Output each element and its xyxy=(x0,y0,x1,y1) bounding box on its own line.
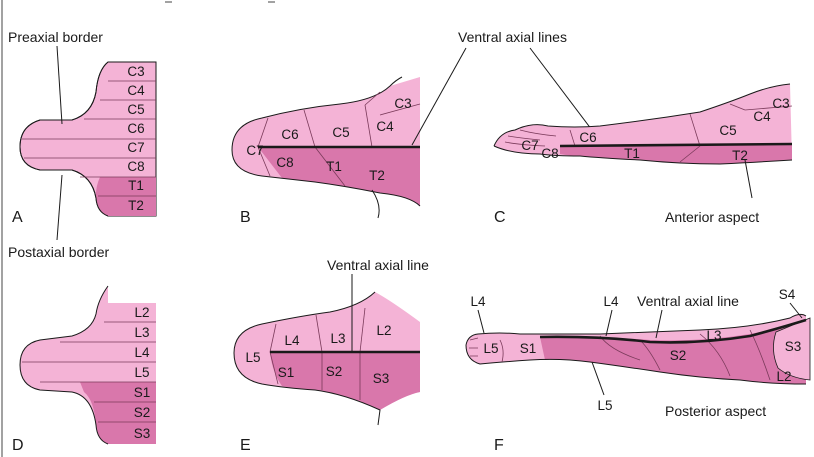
segment-label: C4 xyxy=(127,83,145,98)
segment-label: L2 xyxy=(776,369,791,384)
segment-label: T2 xyxy=(128,198,144,213)
panel-letter-d: D xyxy=(12,437,24,454)
ventral-axial-line-f-label: Ventral axial line xyxy=(637,293,739,309)
segment-label: T1 xyxy=(624,146,640,161)
segment-label: C3 xyxy=(127,64,144,79)
segment-label: L5 xyxy=(483,341,498,356)
segment-label: C3 xyxy=(394,96,411,111)
segment-label: S3 xyxy=(373,371,390,386)
segment-label: C7 xyxy=(246,143,263,158)
ventral-axial-line-e-label: Ventral axial line xyxy=(327,257,429,273)
segment-label: C8 xyxy=(541,146,558,161)
segment-label: S2 xyxy=(134,405,151,420)
segment-label: L2 xyxy=(376,323,391,338)
anterior-aspect-label: Anterior aspect xyxy=(665,209,759,225)
segment-label: L4 xyxy=(603,294,619,309)
panel-letter-e: E xyxy=(240,437,251,454)
segment-label: L3 xyxy=(706,328,721,343)
segment-label: C7 xyxy=(521,138,538,153)
segment-label: C5 xyxy=(127,102,144,117)
segment-label: C5 xyxy=(719,123,736,138)
l5-pointer xyxy=(592,362,604,395)
segment-label: C5 xyxy=(332,125,349,140)
ventral-axial-lines-label: Ventral axial lines xyxy=(458,29,567,45)
l4-foot-pointer xyxy=(478,310,484,333)
segment-label: L5 xyxy=(597,398,612,413)
segment-label: T1 xyxy=(326,159,342,174)
segment-label: S3 xyxy=(785,339,802,354)
segment-label: L5 xyxy=(134,365,149,380)
anterior-pointer xyxy=(745,160,752,198)
arm-dark xyxy=(560,145,792,164)
l4-leg-pointer xyxy=(606,310,612,336)
segment-label: T2 xyxy=(369,168,385,183)
segment-label: S1 xyxy=(278,365,295,380)
segment-label: C7 xyxy=(127,140,144,155)
segment-label: C6 xyxy=(127,121,144,136)
segment-label: S4 xyxy=(779,287,796,302)
segment-label: C8 xyxy=(276,155,293,170)
segment-label: S1 xyxy=(520,341,537,356)
ventral-axial-pointer-b xyxy=(412,48,466,145)
panel-letter-a: A xyxy=(12,209,23,226)
segment-label: C3 xyxy=(772,96,789,111)
segment-label: S1 xyxy=(134,385,151,400)
postaxial-pointer xyxy=(57,175,62,240)
segment-label: L5 xyxy=(245,350,260,365)
segment-label: S2 xyxy=(326,364,343,379)
postaxial-border-label: Postaxial border xyxy=(8,244,110,260)
panel-d-lower-limb-bud: L2 L3 L4 L5 S1 S2 S3 xyxy=(20,286,156,444)
segment-label: L4 xyxy=(470,294,486,309)
panel-letter-c: C xyxy=(494,209,506,226)
panel-letter-b: B xyxy=(240,209,251,226)
segment-label: C4 xyxy=(376,119,394,134)
panel-c-arm-anterior: C3 C4 C5 C6 C7 C8 T1 T2 xyxy=(494,84,792,198)
preaxial-pointer xyxy=(57,46,62,124)
limb-edge xyxy=(372,190,379,218)
segment-label: T1 xyxy=(128,178,144,193)
panel-e-lower-limb: L2 L3 L4 L5 S1 S2 S3 xyxy=(234,274,420,425)
segment-label: L4 xyxy=(284,333,300,348)
segment-label: S3 xyxy=(134,426,151,441)
segment-label: C6 xyxy=(281,127,298,142)
segment-label: S2 xyxy=(670,348,687,363)
segment-label: L3 xyxy=(134,325,149,340)
preaxial-border-label: Preaxial border xyxy=(8,29,103,45)
limb-bud-dark xyxy=(96,177,156,216)
segment-label: T2 xyxy=(732,148,748,163)
segment-label: C4 xyxy=(753,109,771,124)
limb-dark xyxy=(270,352,420,410)
segment-label: C8 xyxy=(127,159,144,174)
panel-a-upper-limb-bud: C3 C4 C5 C6 C7 C8 T1 T2 xyxy=(20,46,156,240)
segment-label: L2 xyxy=(134,305,149,320)
segment-label: L4 xyxy=(134,345,150,360)
segment-label: L3 xyxy=(330,331,345,346)
panel-letter-f: F xyxy=(494,437,504,454)
segment-label: C6 xyxy=(579,130,596,145)
posterior-aspect-label: Posterior aspect xyxy=(665,403,766,419)
panel-b-upper-limb: C3 C4 C5 C6 C7 C8 T1 T2 xyxy=(232,77,420,218)
